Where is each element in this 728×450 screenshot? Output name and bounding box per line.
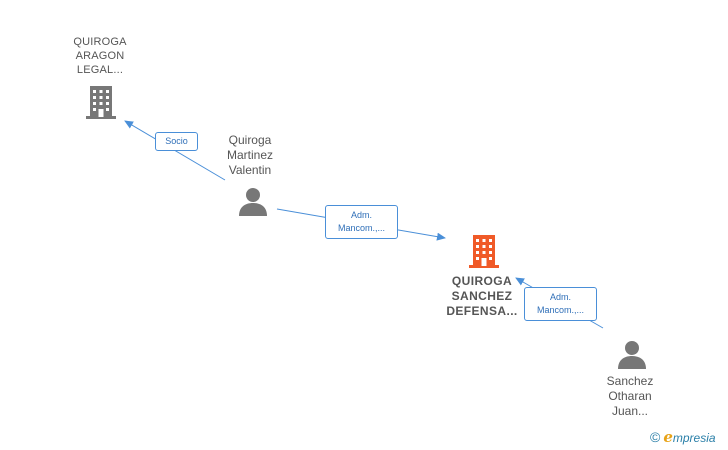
node-quiroga-sanchez-label[interactable]: QUIROGA SANCHEZ DEFENSA...: [428, 274, 536, 319]
copyright-icon: ©: [650, 429, 661, 445]
node-label-line: Sanchez: [606, 374, 654, 388]
node-label-line: ARAGON: [75, 50, 125, 62]
building-icon[interactable]: [84, 84, 118, 120]
node-label-line: Valentin: [228, 163, 272, 177]
edge-label-line: Adm.: [350, 210, 372, 220]
node-label-line: QUIROGA: [451, 274, 513, 288]
edge-label-socio[interactable]: Socio: [155, 132, 198, 151]
building-icon[interactable]: [467, 233, 501, 269]
brand-name: mpresia: [672, 431, 716, 445]
person-icon[interactable]: [238, 186, 268, 216]
node-label-line: Otharan: [608, 389, 652, 403]
brand-initial: e: [663, 428, 673, 446]
person-icon[interactable]: [617, 339, 647, 369]
node-label-line: DEFENSA...: [446, 304, 518, 318]
edge-label-adm-2[interactable]: Adm. Mancom.,...: [524, 287, 597, 321]
edge-label-line: Socio: [165, 136, 188, 146]
edge-label-adm-1[interactable]: Adm. Mancom.,...: [325, 205, 398, 239]
node-label-line: QUIROGA: [73, 36, 127, 48]
node-label-line: SANCHEZ: [451, 289, 513, 303]
node-sanchez-otharan-label[interactable]: Sanchez Otharan Juan...: [582, 374, 678, 419]
node-label-line: Quiroga: [228, 133, 272, 147]
node-label-line: Martinez: [226, 148, 273, 162]
node-quiroga-martinez-label[interactable]: Quiroga Martinez Valentin: [200, 133, 300, 178]
node-quiroga-aragon-label[interactable]: QUIROGA ARAGON LEGAL...: [48, 35, 152, 77]
empresia-logo: ©empresia: [650, 428, 716, 446]
node-label-line: Juan...: [611, 404, 649, 418]
edge-label-line: Mancom.,...: [536, 305, 584, 315]
edge-label-line: Adm.: [549, 292, 571, 302]
node-label-line: LEGAL...: [76, 64, 124, 76]
edge-label-line: Mancom.,...: [337, 223, 385, 233]
